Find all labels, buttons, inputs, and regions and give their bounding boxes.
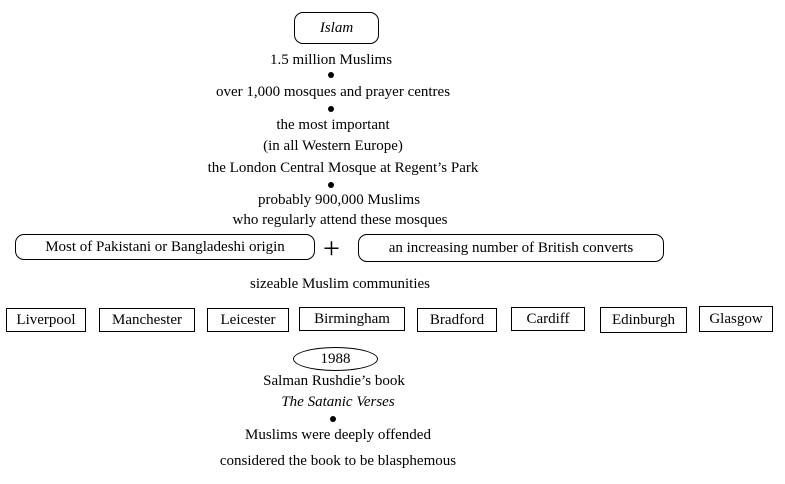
- mosques-text: over 1,000 mosques and prayer centres: [215, 84, 451, 100]
- bullet-dot: [328, 72, 334, 78]
- city-label: Manchester: [112, 311, 182, 328]
- city-box-edinburgh: Edinburgh: [600, 307, 687, 333]
- origin-left-box: Most of Pakistani or Bangladeshi origin: [15, 234, 315, 260]
- year-oval: 1988: [293, 347, 378, 371]
- city-label: Edinburgh: [611, 311, 676, 328]
- important-line2: (in all Western Europe): [263, 138, 403, 154]
- title-text: Islam: [319, 19, 354, 36]
- attend-line1: probably 900,000 Muslims: [257, 192, 421, 208]
- city-label: Bradford: [429, 311, 485, 328]
- bullet-dot: [328, 182, 334, 188]
- plus-sign: +: [323, 232, 340, 265]
- city-label: Birmingham: [314, 310, 390, 327]
- book-title: The Satanic Verses: [281, 394, 395, 410]
- title-box: Islam: [294, 12, 379, 44]
- bullet-dot: [328, 106, 334, 112]
- important-line3: the London Central Mosque at Regent’s Pa…: [207, 160, 479, 176]
- reaction-line2: considered the book to be blasphemous: [219, 453, 457, 469]
- city-box-leicester: Leicester: [207, 308, 289, 332]
- origin-left-text: Most of Pakistani or Bangladeshi origin: [45, 238, 285, 255]
- city-box-birmingham: Birmingham: [299, 307, 405, 331]
- origin-right-text: an increasing number of British converts: [388, 239, 634, 256]
- reaction-line1: Muslims were deeply offended: [245, 427, 431, 443]
- city-label: Cardiff: [526, 310, 570, 327]
- important-line1: the most important: [276, 117, 390, 133]
- city-box-bradford: Bradford: [417, 308, 497, 332]
- city-box-manchester: Manchester: [99, 308, 195, 332]
- city-box-cardiff: Cardiff: [511, 307, 585, 331]
- year-text: 1988: [320, 350, 351, 367]
- book-line1: Salman Rushdie’s book: [263, 373, 405, 389]
- city-label: Liverpool: [16, 311, 76, 328]
- origin-right-box: an increasing number of British converts: [358, 234, 664, 262]
- city-box-glasgow: Glasgow: [699, 306, 773, 332]
- city-box-liverpool: Liverpool: [6, 308, 86, 332]
- communities-heading: sizeable Muslim communities: [250, 276, 430, 292]
- city-label: Leicester: [220, 311, 276, 328]
- attend-line2: who regularly attend these mosques: [232, 212, 448, 228]
- city-label: Glasgow: [709, 310, 763, 327]
- population-text: 1.5 million Muslims: [269, 52, 393, 68]
- bullet-dot: [330, 416, 336, 422]
